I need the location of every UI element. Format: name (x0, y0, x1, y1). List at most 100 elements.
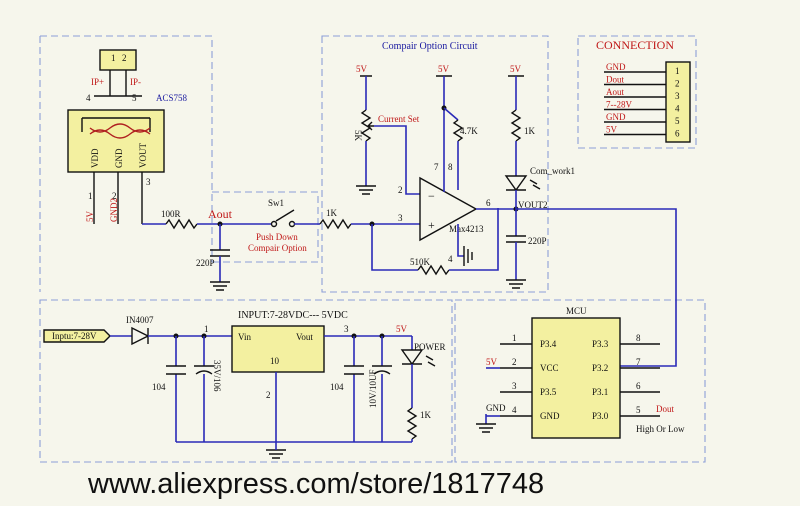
regulator-body (231, 325, 325, 373)
diode-symbol (131, 326, 150, 346)
mcu-right-pin-number: 6 (636, 381, 641, 391)
cap-220p-b-label: 220P (528, 236, 547, 246)
cap-104-b-label: 104 (330, 382, 344, 392)
reg-pin1-label: 1 (204, 324, 209, 334)
mcu-left-pin-number: 4 (512, 405, 517, 415)
aout-filter-switch: 100R Aout 220P Sw1 Push Down Compair Opt… (142, 198, 352, 291)
sensor-pin-b-label: 2 (112, 191, 117, 201)
pot-5k-label: 5K (353, 130, 363, 142)
opamp-chip-label: Max4213 (449, 224, 484, 234)
sensor-pin-c-label: 3 (146, 177, 151, 187)
connector-body (665, 61, 691, 143)
acs758-sensor: 1 2 IP+ IP- 4 5 ACS758 VDD GND VOUT 1 2 … (67, 49, 188, 224)
sensor-gnd2-label: GND2 (109, 198, 119, 222)
switch-contact-left (270, 220, 278, 228)
current-set-label: Current Set (378, 114, 420, 124)
resistor-510k-label: 510K (410, 257, 431, 267)
power-led-symbol (400, 349, 424, 366)
sensor-terminal-box (99, 49, 137, 71)
store-url: www.aliexpress.com/store/1817748 (87, 468, 544, 500)
input-voltage-tag: Inptu:7-28V (52, 331, 97, 341)
mcu-left-pin-name: P3.5 (540, 387, 557, 397)
opamp-pin2-label: 2 (398, 185, 403, 195)
opamp-minus-sign: − (428, 189, 435, 203)
opamp-pin8-label: 8 (448, 162, 453, 172)
connection-pin: 3 (675, 91, 680, 101)
mcu-section: MCU 1P3.42VCC3P3.54GNDP3.38P3.27P3.16P3.… (476, 306, 685, 439)
input-tag-shape (43, 329, 111, 343)
connection-title: CONNECTION (596, 38, 674, 52)
reg-pin2-label: 2 (266, 390, 271, 400)
opamp-pin4-label: 4 (448, 254, 453, 264)
sensor-ip-minus-label: IP- (130, 77, 141, 87)
reg-pin3-label: 3 (344, 324, 349, 334)
connection-pin: 4 (675, 104, 680, 114)
sensor-pin-a-label: 1 (88, 191, 93, 201)
com-led-label: Com_work1 (530, 166, 575, 176)
mcu-left-pin-number: 3 (512, 381, 517, 391)
connection-pin: 5 (675, 116, 680, 126)
regulator-vin-label: Vin (238, 332, 251, 342)
connection-pin: 6 (675, 129, 680, 139)
mcu-right-pin-name: P3.3 (592, 339, 609, 349)
connection-label: Dout (606, 75, 624, 85)
opamp-pin3-label: 3 (398, 213, 403, 223)
section-borders (39, 35, 706, 463)
mcu-right-pin-number: 7 (636, 357, 641, 367)
switch-sw1-label: Sw1 (268, 198, 284, 208)
switch-contact-right (288, 220, 296, 228)
regulator-pin10-label: 10 (270, 356, 280, 366)
cap-220p-a-label: 220P (196, 258, 215, 268)
mcu-title: MCU (566, 306, 587, 316)
resistor-100r-label: 100R (161, 209, 181, 219)
mcu-high-low-label: High Or Low (636, 424, 685, 434)
sensor-body (67, 109, 165, 173)
com-led-symbol (504, 175, 528, 192)
power-5v-label: 5V (396, 324, 408, 334)
comparator-circuit: Compair Option Circuit 5V 5V 5V 5K Curre… (351, 41, 677, 367)
sensor-pin-1-label: 1 (111, 53, 116, 63)
sensor-pin-4-label: 4 (86, 93, 91, 103)
mcu-gnd-label: GND (486, 403, 506, 413)
connection-label: 7--28V (606, 100, 632, 110)
resistor-1k-in-label: 1K (326, 208, 338, 218)
sensor-pin-2-label: 2 (122, 53, 127, 63)
diode-label: IN4007 (126, 315, 154, 325)
v5-b-label: 5V (438, 64, 450, 74)
resistor-4k7-label: 4.7K (460, 126, 478, 136)
mcu-body (531, 317, 621, 439)
sensor-vdd-label: VDD (90, 148, 100, 168)
mcu-left-pin-name: GND (540, 411, 560, 421)
mcu-left-pin-number: 2 (512, 357, 517, 367)
power-led-label: POWER (414, 342, 446, 352)
regulator-vout-label: Vout (296, 332, 313, 342)
mcu-5v-label: 5V (486, 357, 498, 367)
connection-pin: 1 (675, 66, 680, 76)
cap-104-a-label: 104 (152, 382, 166, 392)
mcu-left-pin-number: 1 (512, 333, 517, 343)
sensor-vout-label: VOUT (138, 143, 148, 168)
opamp-plus-sign: + (428, 218, 435, 232)
resistor-1k-led-label: 1K (524, 126, 536, 136)
aout-label: Aout (208, 207, 233, 221)
vout2-label: VOUT2 (518, 200, 548, 210)
connection-label: GND (606, 112, 626, 122)
opamp-symbol (419, 176, 478, 242)
connection-label: GND (606, 62, 626, 72)
mcu-left-pin-name: P3.4 (540, 339, 557, 349)
cap-35v-label: 35V/106 (212, 360, 222, 392)
mcu-right-pin-number: 8 (636, 333, 641, 343)
mcu-right-pin-name: P3.2 (592, 363, 608, 373)
connection-pin: 2 (675, 79, 680, 89)
connection-label: Aout (606, 87, 624, 97)
connection-label: 5V (606, 125, 618, 135)
v5-c-label: 5V (510, 64, 522, 74)
opamp-pin7-label: 7 (434, 162, 439, 172)
cap-10uf-label: 10V/10UF (368, 369, 378, 408)
compare-title: Compair Option Circuit (382, 41, 478, 52)
